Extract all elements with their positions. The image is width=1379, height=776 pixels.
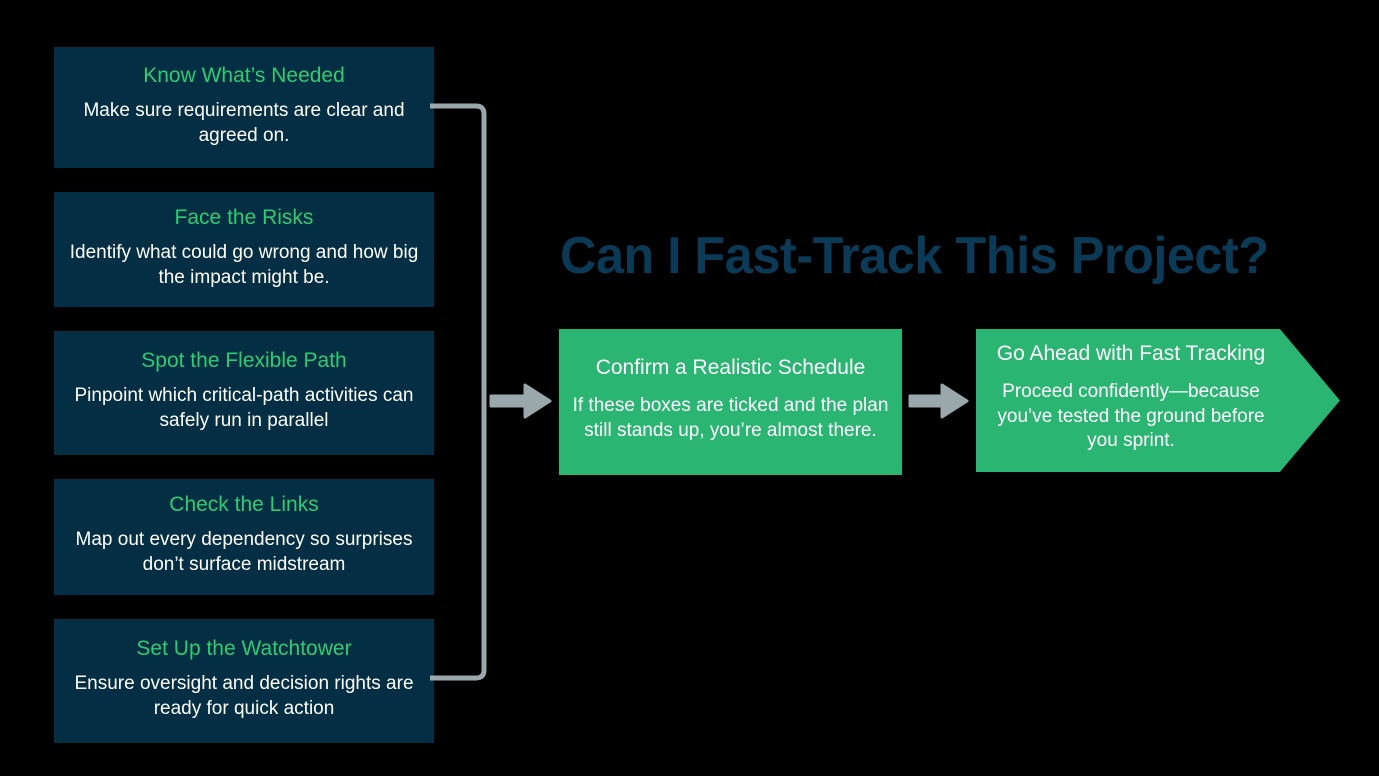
checklist-card-body: Map out every dependency so surprises do… (75, 529, 413, 576)
result-card-title: Confirm a Realistic Schedule (595, 355, 866, 379)
flow-arrow-right-icon (908, 383, 969, 419)
checklist-card-body: Ensure oversight and decision rights are… (74, 673, 414, 720)
checklist-card-set-up-the-watchtower[interactable]: Set Up the Watchtower Ensure oversight a… (54, 619, 434, 743)
checklist-card-spot-the-flexible-path[interactable]: Spot the Flexible Path Pinpoint which cr… (54, 331, 434, 455)
final-chevron-body: Proceed confidently—because you’ve teste… (997, 381, 1265, 452)
result-card-confirm-schedule[interactable]: Confirm a Realistic Schedule If these bo… (559, 329, 902, 475)
checklist-card-check-the-links[interactable]: Check the Links Map out every dependency… (54, 479, 434, 595)
checklist-card-title: Set Up the Watchtower (136, 637, 352, 661)
final-chevron-content: Go Ahead with Fast Tracking Proceed conf… (976, 329, 1286, 472)
checklist-card-body: Pinpoint which critical-path activities … (74, 385, 414, 432)
checklist-card-title: Face the Risks (174, 205, 314, 229)
final-chevron-go-ahead[interactable]: Go Ahead with Fast Tracking Proceed conf… (976, 329, 1340, 472)
final-chevron-title: Go Ahead with Fast Tracking (996, 341, 1266, 365)
result-card-body: If these boxes are ticked and the plan s… (572, 394, 889, 441)
checklist-card-body: Identify what could go wrong and how big… (69, 241, 419, 288)
checklist-card-face-the-risks[interactable]: Face the Risks Identify what could go wr… (54, 192, 434, 307)
checklist-bracket-connector (430, 103, 487, 681)
checklist-card-title: Check the Links (169, 493, 319, 517)
checklist-card-body: Make sure requirements are clear and agr… (83, 99, 405, 146)
checklist-card-know-whats-needed[interactable]: Know What’s Needed Make sure requirement… (54, 47, 434, 168)
checklist-card-title: Spot the Flexible Path (141, 349, 347, 373)
page-title: Can I Fast-Track This Project? (560, 227, 1269, 285)
chevron-shape (976, 329, 1340, 472)
flow-arrow-right-icon (489, 383, 552, 419)
checklist-card-title: Know What’s Needed (143, 63, 345, 87)
